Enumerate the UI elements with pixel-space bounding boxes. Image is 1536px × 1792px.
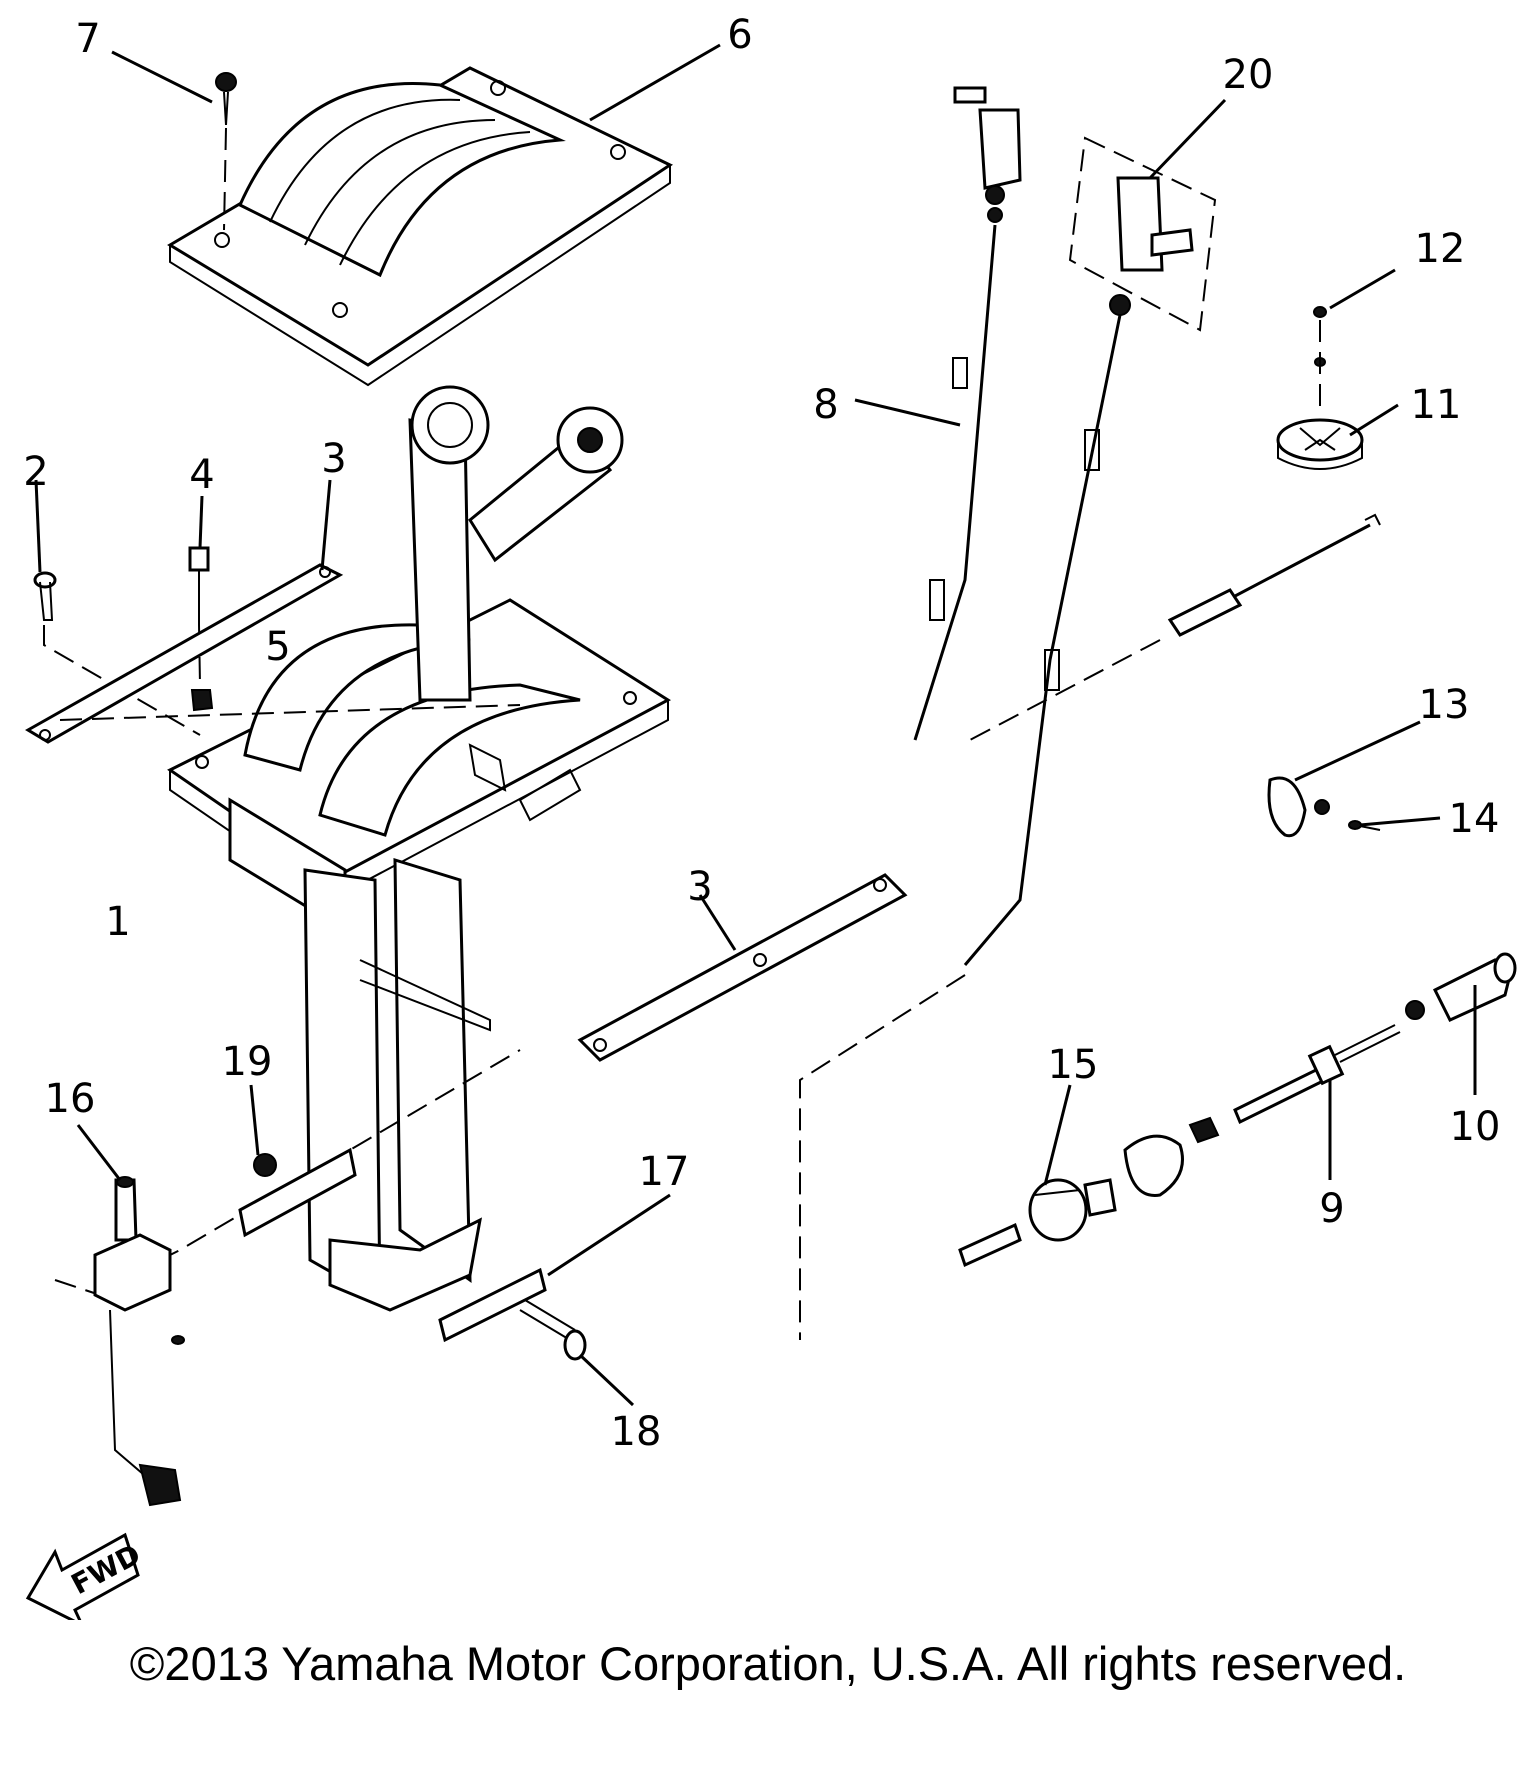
part-17-plate <box>438 1267 547 1343</box>
copyright-notice: ©2013 Yamaha Motor Corporation, U.S.A. A… <box>129 1637 1407 1690</box>
part-hub <box>1123 1116 1220 1197</box>
callout-19: 19 <box>222 1039 273 1085</box>
callout-3-upper: 3 <box>321 436 346 482</box>
exploded-parts-diagram: FWD 7 6 20 12 8 11 2 4 3 5 13 14 <box>23 12 1517 1620</box>
part-2-screw <box>33 571 201 736</box>
part-10-knob <box>1405 952 1517 1022</box>
part-13-clip <box>1267 776 1330 838</box>
callout-1: 1 <box>105 899 130 945</box>
part-9-rod <box>1233 1024 1401 1125</box>
callout-14: 14 <box>1449 796 1500 842</box>
part-3-bar-lower <box>577 873 908 1062</box>
callout-3-lower: 3 <box>687 864 712 910</box>
part-11-cap <box>1276 418 1364 470</box>
callout-8: 8 <box>813 382 838 428</box>
main-cable <box>799 314 1122 1340</box>
callout-16: 16 <box>45 1076 96 1122</box>
fwd-arrow: FWD <box>25 1532 146 1620</box>
callout-7: 7 <box>75 16 100 62</box>
part-18-screw <box>519 1299 587 1361</box>
callout-10: 10 <box>1450 1104 1501 1150</box>
callout-5: 5 <box>265 624 290 670</box>
callout-15: 15 <box>1048 1042 1099 1088</box>
upper-rod <box>969 513 1381 741</box>
callout-13: 13 <box>1419 682 1470 728</box>
leader-lines <box>34 43 1477 1407</box>
part-15-nut <box>958 1178 1117 1268</box>
part-6-cover <box>167 66 674 387</box>
part-19-collar <box>238 1147 357 1238</box>
callout-4: 4 <box>189 452 214 498</box>
part-7-screw <box>215 72 237 231</box>
part-12-screw <box>1313 306 1327 410</box>
callout-2: 2 <box>23 449 48 495</box>
part-16-switch <box>93 1176 185 1507</box>
part-3-bar-upper <box>25 563 344 744</box>
callout-9: 9 <box>1319 1186 1344 1232</box>
callout-12: 12 <box>1415 226 1466 272</box>
callout-18: 18 <box>611 1409 662 1455</box>
part-1-lever-assembly <box>167 385 671 1312</box>
part-8-cable <box>913 86 1022 741</box>
callout-6: 6 <box>727 12 752 58</box>
part-20-cable-end <box>1068 136 1217 332</box>
callout-labels: 7 6 20 12 8 11 2 4 3 5 13 14 1 3 15 19 1… <box>23 12 1500 1455</box>
callout-17: 17 <box>639 1149 690 1195</box>
part-14-screw <box>1348 820 1381 831</box>
callout-20: 20 <box>1223 52 1274 98</box>
callout-11: 11 <box>1411 382 1462 428</box>
